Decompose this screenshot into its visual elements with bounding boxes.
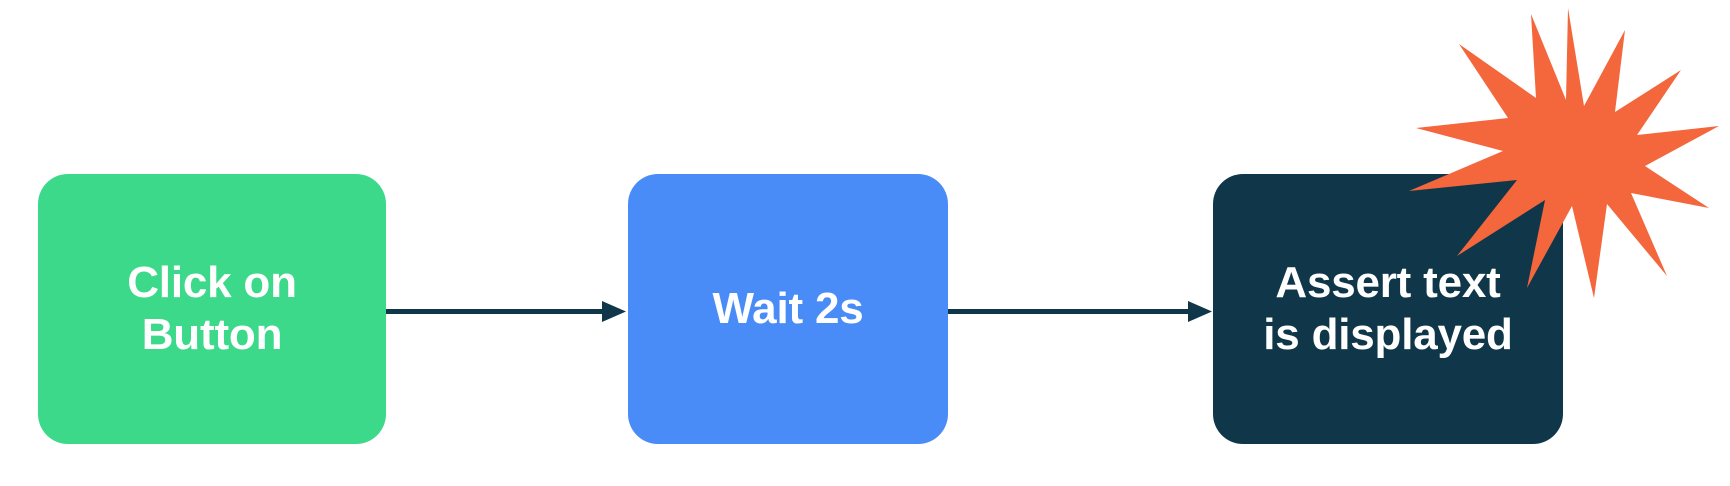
flow-node-click-on-button[interactable]: Click on Button [38, 174, 386, 444]
arrowhead-icon [1188, 301, 1212, 322]
flow-node-wait-2s[interactable]: Wait 2s [628, 174, 948, 444]
flow-edge-wait-to-assert [948, 301, 1212, 322]
arrowhead-icon [602, 301, 626, 322]
flow-edge-click-to-wait [386, 301, 626, 322]
flow-node-assert-text-is-displayed[interactable]: Assert text is displayed [1213, 174, 1563, 444]
